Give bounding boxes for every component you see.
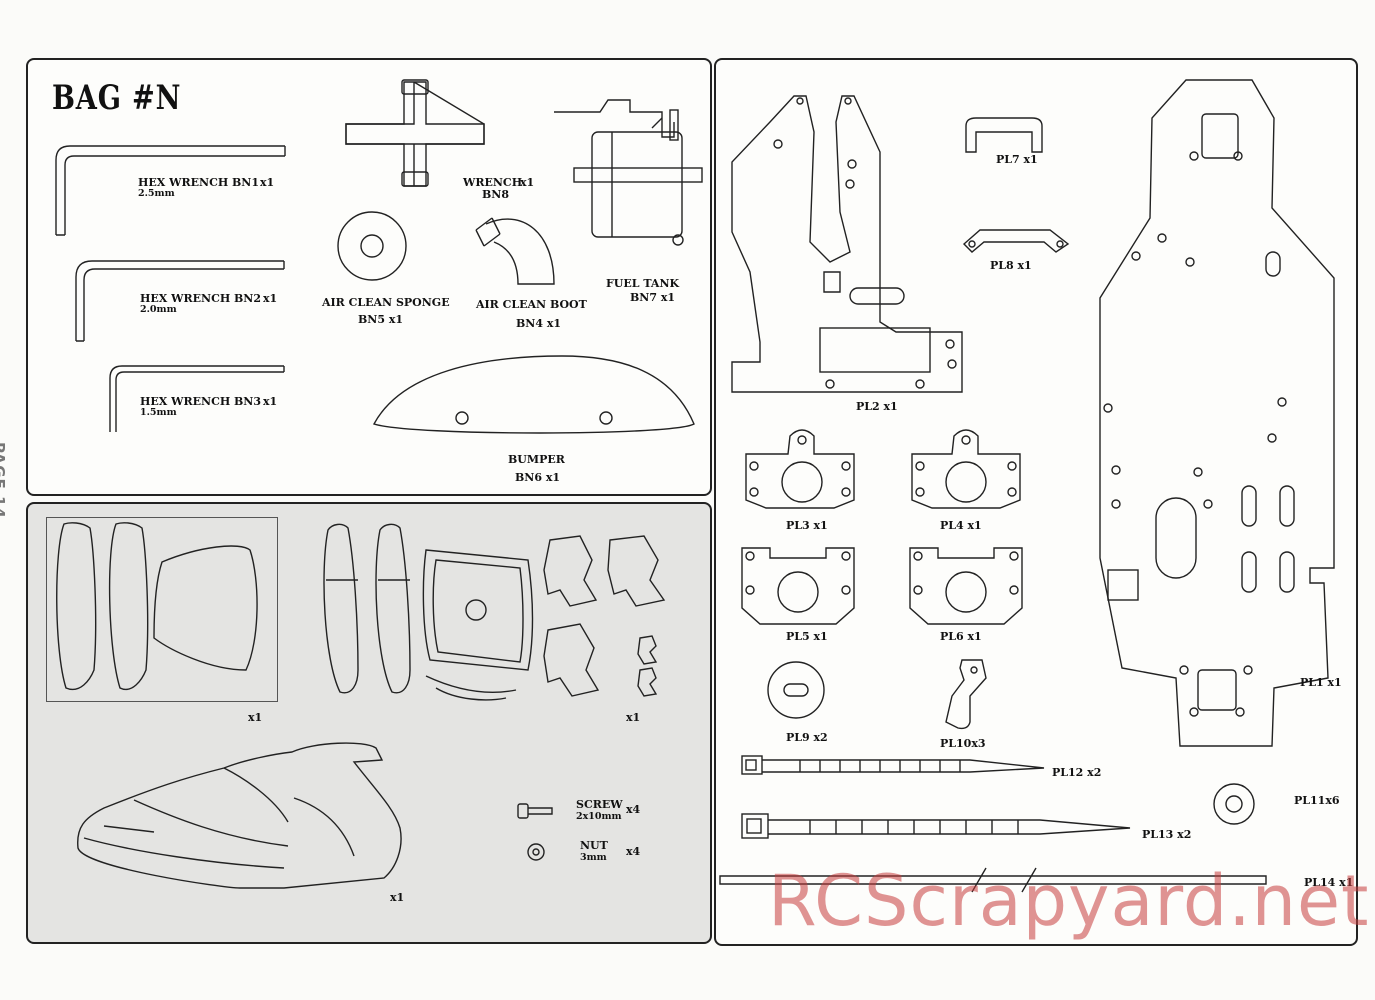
bn3-name: HEX WRENCH: [140, 395, 231, 408]
screw-drawing: [517, 803, 553, 819]
pl9-label: PL9 x2: [786, 731, 828, 744]
air-clean-boot-drawing: [475, 217, 555, 285]
bn8-name: WRENCH: [463, 176, 523, 189]
pl4-label: PL4 x1: [940, 519, 982, 532]
pl2-label: PL2 x1: [856, 400, 898, 413]
bn6-name: BUMPER: [508, 453, 565, 466]
bn3-qty: x1: [263, 395, 278, 408]
pl14-rod-drawing: [719, 867, 1267, 893]
nut-drawing: [527, 843, 545, 861]
nut-name: NUT: [580, 839, 608, 852]
pl12-cable-tie-drawing: [741, 755, 1045, 775]
bn1-name: HEX WRENCH: [138, 176, 229, 189]
pl9-washer-drawing: [767, 661, 825, 719]
bag-title: BAG #N: [52, 78, 182, 118]
body-shell-panel: [26, 502, 712, 944]
air-clean-sponge-drawing: [337, 211, 407, 281]
pl6-label: PL6 x1: [940, 630, 982, 643]
bn2-qty: x1: [263, 292, 278, 305]
car-body-shell-drawing: [77, 742, 402, 889]
window-set-frame: [46, 517, 278, 702]
pl8-plate-drawing: [962, 229, 1070, 253]
body-shell-qty: x1: [390, 891, 405, 904]
pl7-plate-drawing: [965, 117, 1043, 153]
pl10-label: PL10x3: [940, 737, 986, 750]
bn2-size: 2.0mm: [140, 304, 177, 315]
bn5-code-qty: BN5 x1: [358, 313, 404, 326]
pl12-label: PL12 x2: [1052, 766, 1102, 779]
bn1-size: 2.5mm: [138, 188, 175, 199]
window-set-drawing: [56, 522, 258, 691]
page-number: PAGE 14: [0, 442, 8, 519]
nut-qty: x4: [626, 845, 641, 858]
pl11-washer-drawing: [1213, 783, 1255, 825]
pl3-label: PL3 x1: [786, 519, 828, 532]
watermark: RCScrapyard.net: [768, 860, 1370, 942]
pl7-label: PL7 x1: [996, 153, 1038, 166]
hex-wrench-2.0-drawing: [75, 260, 285, 342]
pl13-label: PL13 x2: [1142, 828, 1192, 841]
bn7-code-qty: BN7 x1: [630, 291, 676, 304]
bn8-code: BN8: [482, 188, 510, 201]
hex-wrench-2.5-drawing: [55, 145, 286, 236]
pl1-chassis-drawing: [1099, 79, 1335, 747]
pl2-plate-drawing: [731, 95, 963, 393]
pl5-label: PL5 x1: [786, 630, 828, 643]
bn4-name: AIR CLEAN BOOT: [476, 298, 587, 311]
window-set-qty: x1: [248, 711, 263, 724]
grille-decal-drawing: [422, 549, 534, 701]
nut-size: 3mm: [580, 852, 607, 863]
bn2-code: BN2: [234, 292, 262, 305]
bn5-name: AIR CLEAN SPONGE: [322, 296, 450, 309]
bn1-code: BN1: [232, 176, 260, 189]
bn6-code-qty: BN6 x1: [515, 471, 561, 484]
pl6-plate-drawing: [909, 547, 1023, 625]
screw-size: 2x10mm: [576, 811, 622, 822]
bn2-name: HEX WRENCH: [140, 292, 231, 305]
bumper-drawing: [372, 355, 695, 434]
bn1-qty: x1: [260, 176, 275, 189]
pl1-label: PL1 x1: [1300, 676, 1342, 689]
pl5-plate-drawing: [741, 547, 855, 625]
bag-n-panel: [26, 58, 712, 496]
fuel-tank-drawing: [554, 99, 703, 246]
decals-qty: x1: [626, 711, 641, 724]
bn8-qty: x1: [520, 176, 535, 189]
bn3-code: BN3: [234, 395, 262, 408]
screw-qty: x4: [626, 803, 641, 816]
hex-wrench-1.5-drawing: [109, 365, 285, 432]
pl4-plate-drawing: [911, 429, 1021, 509]
cross-wrench-drawing: [345, 79, 485, 187]
bn3-size: 1.5mm: [140, 407, 177, 418]
plates-panel: [714, 58, 1358, 946]
pl3-plate-drawing: [745, 429, 855, 509]
pl11-label: PL11x6: [1294, 794, 1340, 807]
bn4-code-qty: BN4 x1: [516, 317, 562, 330]
pl14-label: PL14 x1: [1304, 876, 1354, 889]
headlight-lens-drawing: [323, 523, 411, 694]
bn7-name: FUEL TANK: [606, 277, 680, 290]
lion-decal-drawing: [543, 535, 666, 697]
pl8-label: PL8 x1: [990, 259, 1032, 272]
screw-name: SCREW: [576, 798, 623, 811]
pl10-bracket-drawing: [945, 659, 987, 730]
pl13-cable-tie-drawing: [741, 813, 1131, 839]
